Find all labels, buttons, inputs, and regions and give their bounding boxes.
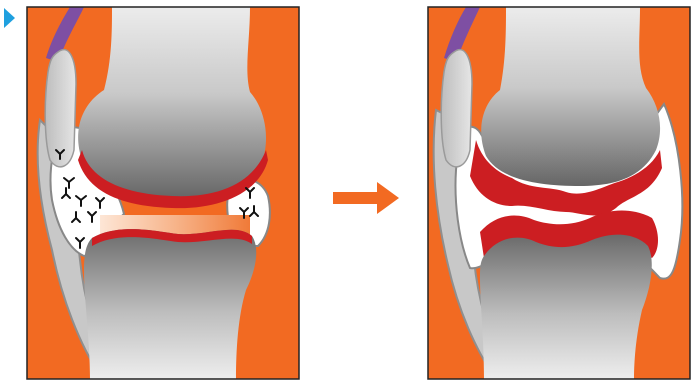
tibia xyxy=(480,235,652,379)
play-triangle-icon xyxy=(4,8,15,28)
right-arrow-icon xyxy=(333,182,399,214)
patella xyxy=(441,50,472,167)
healthy-joint-panel xyxy=(27,7,299,379)
inflamed-joint-panel xyxy=(428,7,690,379)
tibia xyxy=(84,229,256,379)
femur xyxy=(481,7,660,186)
patella xyxy=(45,50,76,167)
